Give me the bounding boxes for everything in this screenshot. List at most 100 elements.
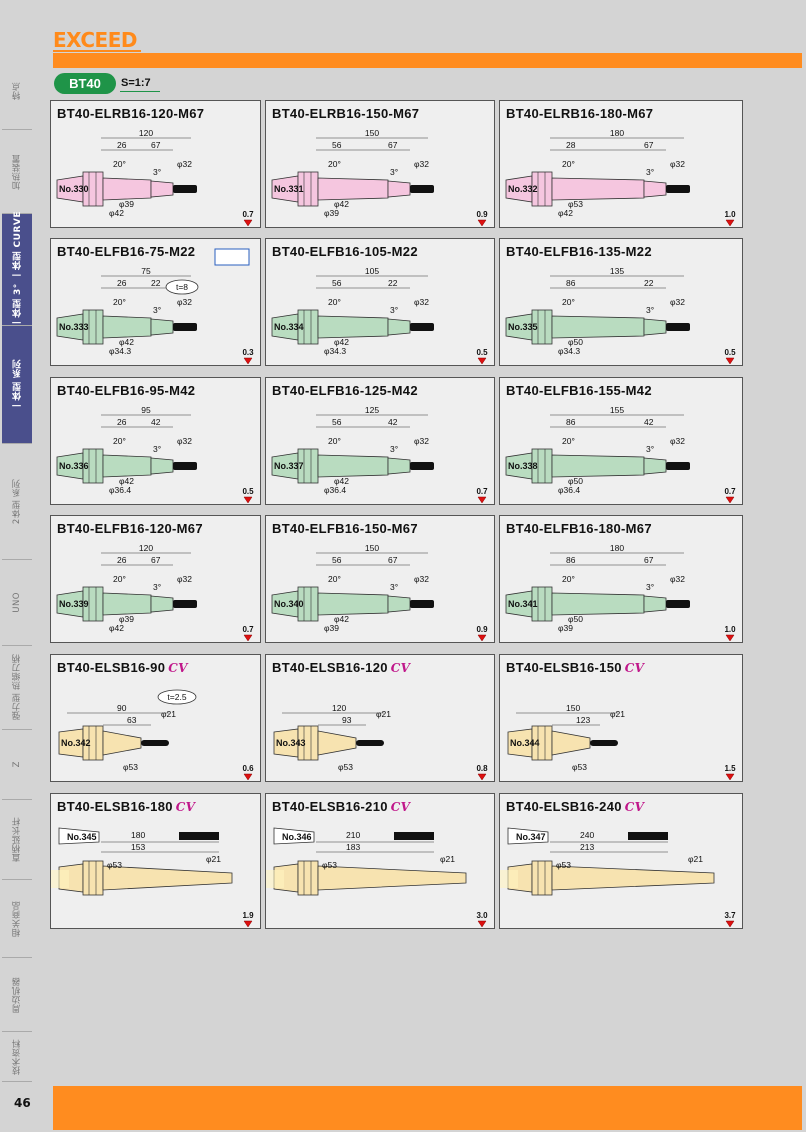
angle-dim: 20° <box>562 574 575 584</box>
model-code: BT40-ELSB16-210 <box>272 799 388 814</box>
glow <box>500 870 518 888</box>
tool-body <box>317 865 467 891</box>
weight-arrow-icon <box>477 634 487 642</box>
flange-diameter: φ50 <box>568 337 583 347</box>
weight-arrow-icon <box>477 920 487 928</box>
nose <box>643 595 667 613</box>
cutter-shank <box>410 600 434 608</box>
sidebar-tab-machines[interactable]: 周边机器 <box>2 958 32 1032</box>
taper-dim: 3° <box>153 582 161 592</box>
shank-diameter: φ21 <box>376 709 391 719</box>
flange-diameter: φ39 <box>119 614 134 624</box>
sidebar-tab-label: 一体型 系列 <box>12 358 23 411</box>
length-dim: 95 <box>141 405 151 415</box>
weight-arrow-icon <box>477 773 487 781</box>
scale-underline <box>120 91 160 92</box>
item-number: No.331 <box>274 184 304 194</box>
length-dim: 155 <box>610 405 624 415</box>
body-diameter: φ39 <box>324 623 339 633</box>
card-title: BT40-ELRB16-180-M67 <box>506 106 653 121</box>
flange-diameter: φ50 <box>568 614 583 624</box>
sidebar-tab-features[interactable]: 特点 <box>2 52 32 130</box>
length-dim: 120 <box>139 543 153 553</box>
length-dim: 120 <box>332 703 346 713</box>
weight-arrow-icon <box>243 773 253 781</box>
flange-diameter: φ53 <box>568 199 583 209</box>
glow <box>51 870 69 888</box>
weight-label: 0.7 <box>724 487 736 496</box>
length-dim: 150 <box>365 543 379 553</box>
angle-dim: 20° <box>562 297 575 307</box>
taper-dim: 3° <box>153 444 161 454</box>
weight-label: 1.5 <box>724 764 736 773</box>
nose <box>150 595 174 613</box>
item-number: No.335 <box>508 322 538 332</box>
tool-body <box>102 315 152 339</box>
card-title: BT40-ELFB16-120-M67 <box>57 521 203 536</box>
item-number: No.337 <box>274 461 304 471</box>
thickness-callout <box>157 689 197 705</box>
taper-dim: 3° <box>646 444 654 454</box>
item-number: No.339 <box>59 599 89 609</box>
sidebar-tab-z[interactable]: Z <box>2 730 32 800</box>
length-dim: 90 <box>117 703 127 713</box>
sidebar-tab-heating[interactable]: 加热装置 <box>2 130 32 214</box>
body-diameter: φ36.4 <box>324 485 346 495</box>
card-title: BT40-ELFB16-150-M67 <box>272 521 418 536</box>
reach-dim: 93 <box>342 715 352 725</box>
tool-body <box>317 177 389 201</box>
nose <box>643 457 667 475</box>
tool-body <box>551 454 645 478</box>
reach-dim: 86 <box>566 278 576 288</box>
sidebar-tab-technical[interactable]: 技术资料 <box>2 1032 32 1082</box>
shank-outline <box>58 827 100 845</box>
cv-mark: CV <box>175 800 196 814</box>
cutter-shank <box>666 462 690 470</box>
length-dim: 125 <box>365 405 379 415</box>
header-bar <box>53 53 802 68</box>
cv-mark: CV <box>168 661 188 675</box>
taper-dim: 3° <box>646 305 654 315</box>
sidebar-tab-extension[interactable]: 直柄延长杆 <box>2 800 32 880</box>
series-badge: BT40 <box>54 73 116 94</box>
model-code: BT40-ELSB16-150 <box>506 660 622 675</box>
sidebar-tab-label: 一体型 3° 一体型 CURVE <box>12 211 23 328</box>
sidebar-tab-related[interactable]: 相关商品 <box>2 880 32 958</box>
body-diameter: φ42 <box>109 623 124 633</box>
flange-diameter: φ42 <box>119 476 134 486</box>
sidebar-tab-two-piece[interactable]: 2体型 系列 <box>2 444 32 560</box>
length-dim: 150 <box>365 128 379 138</box>
tool-body <box>102 730 142 756</box>
model-code: BT40-ELFB16-180-M67 <box>506 521 652 536</box>
item-number: No.334 <box>274 322 304 332</box>
sidebar-tab-label: 相关商品 <box>12 900 22 937</box>
sidebar-tab-curve[interactable]: 一体型 3° 一体型 CURVE <box>2 211 32 328</box>
card-title: BT40-ELFB16-105-M22 <box>272 244 418 259</box>
nose-dim: 42 <box>151 417 161 427</box>
tool-body <box>551 865 715 891</box>
reach-dim: 26 <box>117 555 127 565</box>
weight-label: 1.0 <box>724 210 736 219</box>
body-diameter: φ42 <box>109 208 124 218</box>
sidebar-tab-heavy-duty[interactable]: 强力型 热缩刀柄 <box>2 646 32 730</box>
reach-dim: 183 <box>346 842 360 852</box>
sidebar-tab-uno[interactable]: UNO <box>2 560 32 646</box>
card-title: BT40-ELFB16-135-M22 <box>506 244 652 259</box>
flange <box>82 860 104 896</box>
reach-dim: 56 <box>332 417 342 427</box>
sidebar-tab-one-piece[interactable]: 一体型 系列 <box>2 326 32 444</box>
cutter-shank <box>410 185 434 193</box>
tool-body <box>102 177 152 201</box>
weight-arrow-icon <box>477 496 487 504</box>
